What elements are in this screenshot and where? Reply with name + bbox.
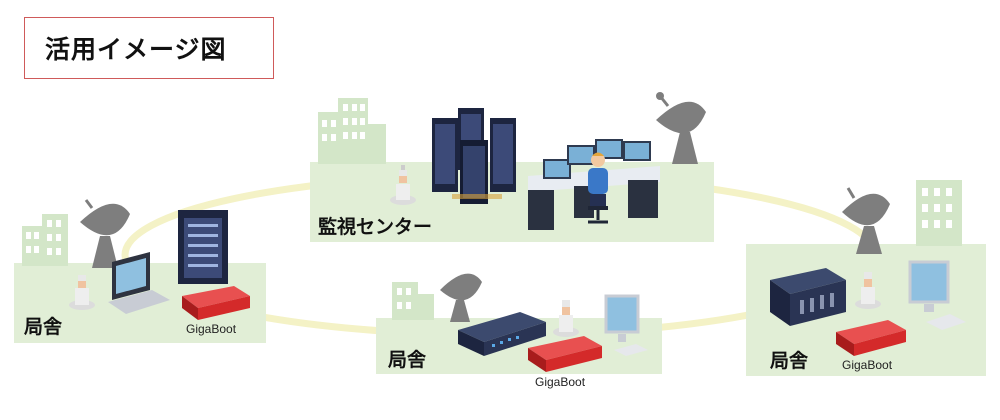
server-unit-icon: [458, 312, 546, 356]
gigaboot-device-icon: [182, 286, 250, 320]
middle-site-label: 局舎: [388, 349, 427, 371]
site-right: [746, 180, 986, 376]
right-site-label: 局舎: [770, 350, 809, 372]
signal-tower-icon: [553, 300, 579, 337]
center-label: 監視センター: [318, 216, 433, 238]
building-icon: [22, 214, 68, 266]
site-monitoring-center: [310, 92, 714, 242]
gigaboot-device-icon: [528, 336, 602, 372]
signal-tower-icon: [855, 272, 881, 309]
building-icon: [392, 282, 434, 320]
monitor-icon: [604, 294, 648, 356]
satellite-dish-icon: [440, 273, 482, 322]
server-rack-icon: [178, 210, 228, 284]
server-rack-icon: [432, 108, 516, 204]
gigaboot-device-icon: [836, 320, 906, 356]
page-title: 活用イメージ図: [45, 35, 227, 64]
nas-device-icon: [770, 268, 846, 326]
signal-tower-icon: [69, 275, 95, 310]
satellite-dish-icon: [842, 187, 890, 254]
middle-device-label: GigaBoot: [535, 375, 586, 389]
satellite-dish-icon: [656, 92, 706, 164]
site-middle: [376, 273, 662, 374]
site-left: [14, 199, 266, 343]
operator-person-icon: [588, 152, 608, 224]
right-device-label: GigaBoot: [842, 358, 893, 372]
left-device-label: GigaBoot: [186, 322, 237, 336]
signal-tower-icon: [390, 165, 416, 205]
title-box: 活用イメージ図: [24, 17, 274, 79]
laptop-icon: [108, 252, 170, 314]
satellite-dish-icon: [80, 199, 130, 268]
left-site-label: 局舎: [24, 316, 63, 338]
monitor-icon: [908, 260, 966, 330]
operator-desk-icon: [528, 139, 660, 230]
